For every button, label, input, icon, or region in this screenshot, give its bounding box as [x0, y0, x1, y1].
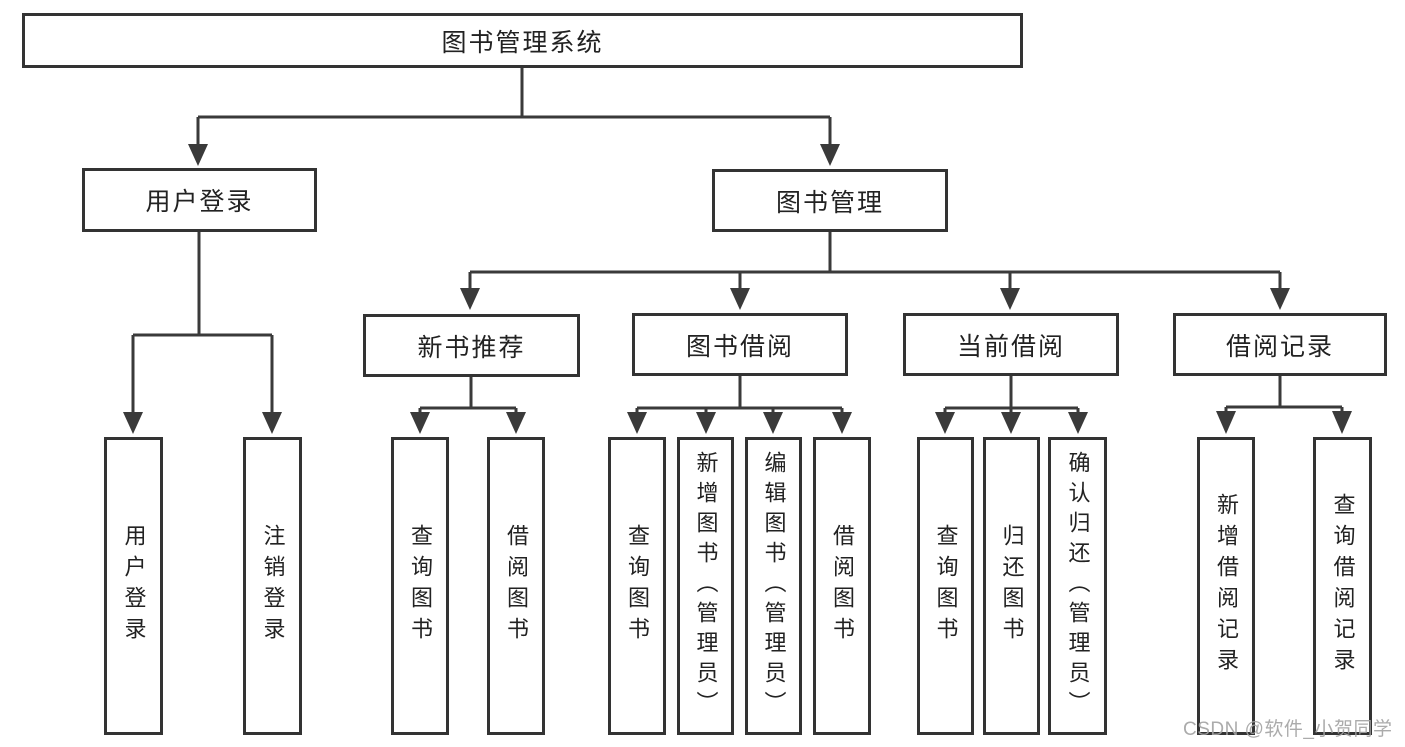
leaf-query-borrow-record-label: 查询借阅记录 — [1330, 493, 1356, 679]
node-borrowing-records: 借阅记录 — [1173, 313, 1387, 376]
node-current-borrowing: 当前借阅 — [903, 313, 1119, 376]
node-book-management: 图书管理 — [712, 169, 948, 232]
leaf-user-login-label: 用户登录 — [121, 524, 147, 648]
leaf-query-books-3-label: 查询图书 — [933, 524, 959, 648]
leaf-borrow-books-1: 借阅图书 — [487, 437, 545, 735]
node-user-login: 用户登录 — [82, 168, 317, 232]
leaf-query-books-2-label: 查询图书 — [625, 524, 650, 648]
leaf-edit-books-admin-label: 编辑图书（管理员） — [761, 451, 787, 721]
leaf-add-books-admin: 新增图书（管理员） — [677, 437, 734, 735]
leaf-confirm-return-admin-label: 确认归还（管理员） — [1065, 451, 1091, 721]
leaf-add-borrow-record-label: 新增借阅记录 — [1214, 493, 1239, 679]
leaf-query-books-2: 查询图书 — [608, 437, 666, 735]
leaf-query-borrow-record: 查询借阅记录 — [1313, 437, 1372, 735]
leaf-logout-label: 注销登录 — [260, 524, 286, 648]
leaf-return-books: 归还图书 — [983, 437, 1040, 735]
csdn-watermark: CSDN @软件_小贺同学 — [1183, 719, 1393, 740]
node-library-management-system: 图书管理系统 — [22, 13, 1023, 68]
leaf-edit-books-admin: 编辑图书（管理员） — [745, 437, 802, 735]
leaf-borrow-books-2-label: 借阅图书 — [830, 524, 855, 648]
leaf-logout: 注销登录 — [243, 437, 302, 735]
leaf-borrow-books-2: 借阅图书 — [813, 437, 871, 735]
leaf-user-login: 用户登录 — [104, 437, 163, 735]
leaf-query-books-1-label: 查询图书 — [408, 524, 433, 648]
leaf-confirm-return-admin: 确认归还（管理员） — [1048, 437, 1107, 735]
node-book-borrowing: 图书借阅 — [632, 313, 848, 376]
node-new-book-recommendation: 新书推荐 — [363, 314, 580, 377]
leaf-add-books-admin-label: 新增图书（管理员） — [693, 451, 719, 721]
leaf-add-borrow-record: 新增借阅记录 — [1197, 437, 1255, 735]
leaf-query-books-1: 查询图书 — [391, 437, 449, 735]
leaf-return-books-label: 归还图书 — [999, 524, 1025, 648]
leaf-borrow-books-1-label: 借阅图书 — [504, 524, 529, 648]
leaf-query-books-3: 查询图书 — [917, 437, 974, 735]
